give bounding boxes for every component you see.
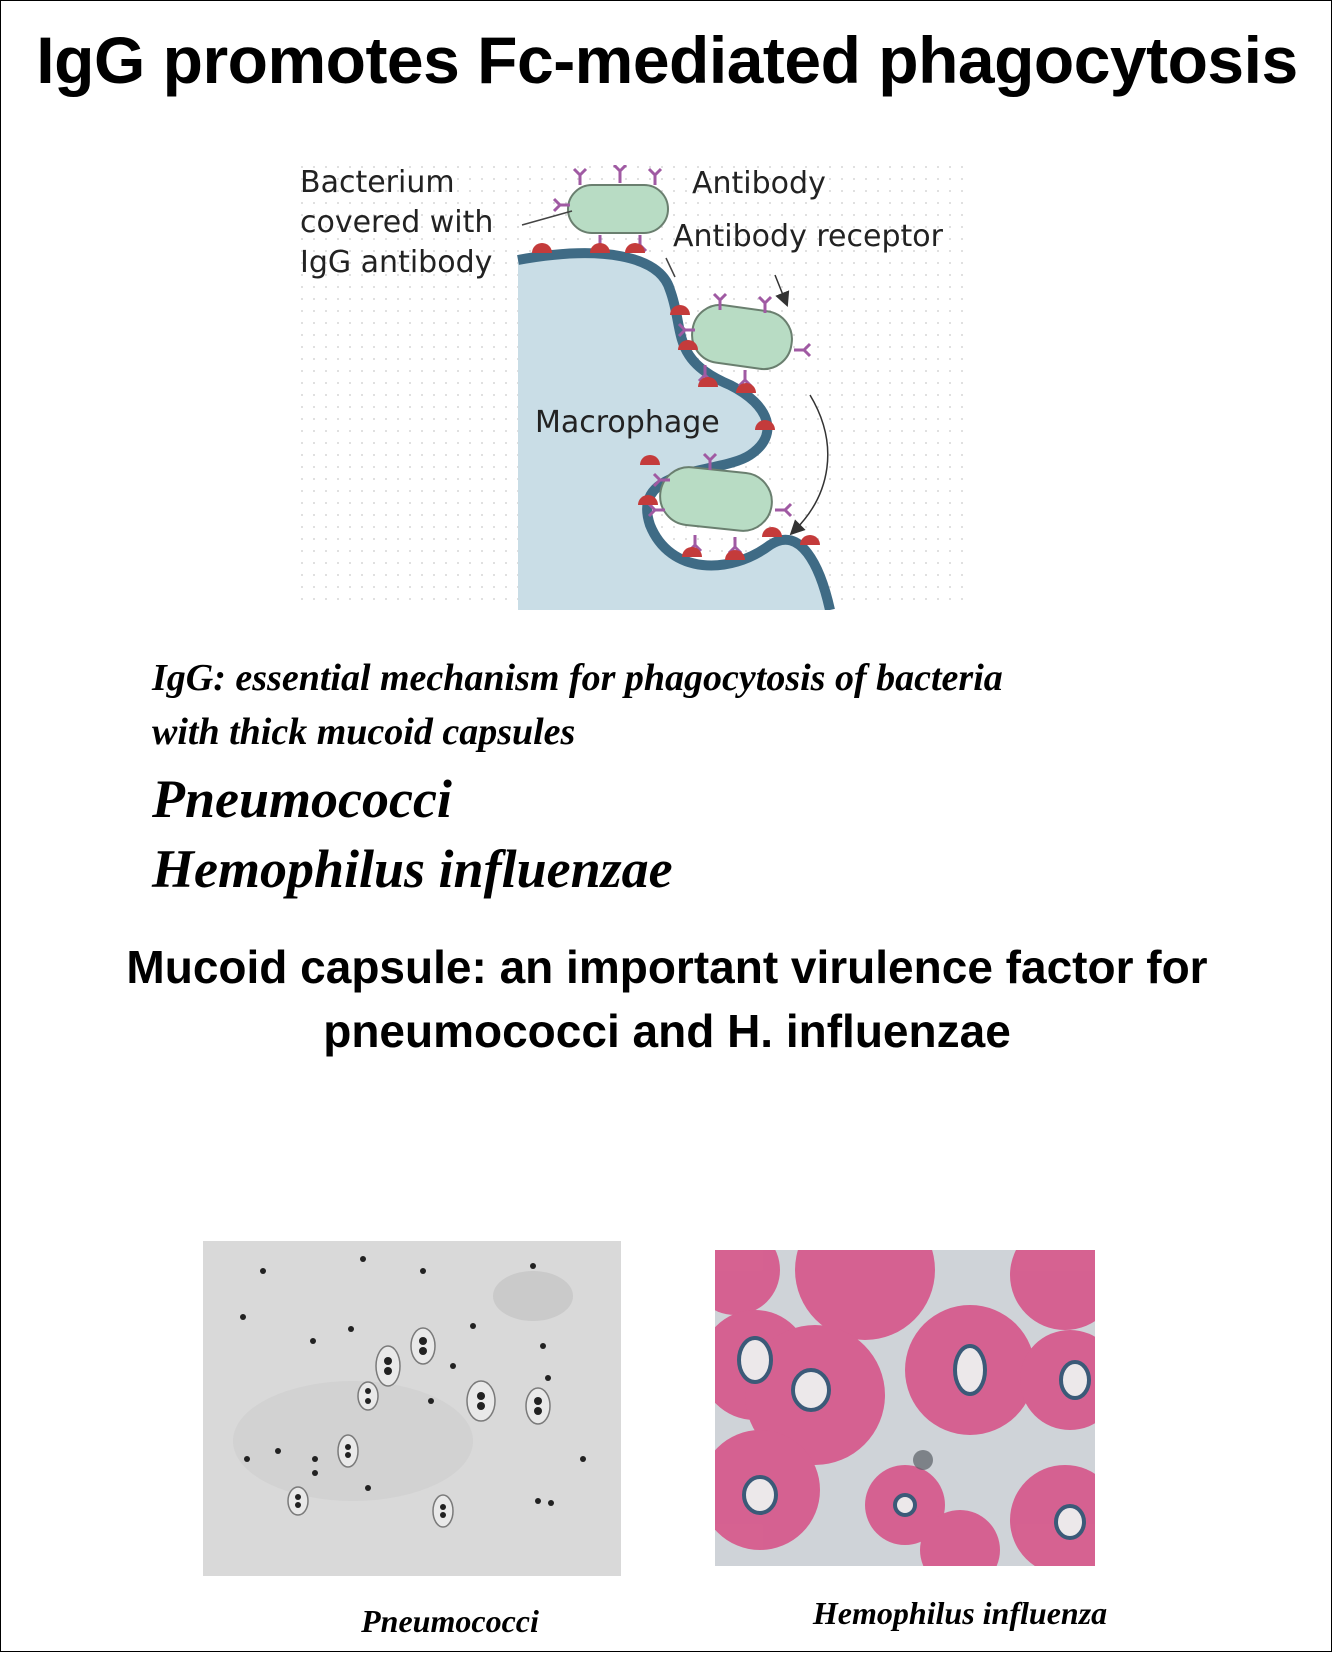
label-bacterium-line2: covered with [300,205,493,240]
caption-hemophilus: Hemophilus influenza [740,1595,1180,1632]
bacterium-top [568,185,668,233]
pneumococci-micrograph [203,1241,621,1576]
phagocytosis-diagram: Bacterium covered with IgG antibody Anti… [300,165,970,610]
phagocytosis-diagram-svg: Bacterium covered with IgG antibody Anti… [300,165,970,610]
label-antibody-receptor: Antibody receptor [673,219,944,254]
pneumococci-micrograph-svg [203,1241,621,1576]
mechanism-line-2: with thick mucoid capsules [152,710,575,754]
organism-hemophilus: Hemophilus influenzae [152,838,673,900]
mucoid-statement: Mucoid capsule: an important virulence f… [0,935,1334,1063]
label-bacterium-line1: Bacterium [300,165,455,200]
page-title: IgG promotes Fc-mediated phagocytosis [0,22,1334,98]
mechanism-line-1: IgG: essential mechanism for phagocytosi… [152,656,1003,700]
label-macrophage: Macrophage [535,405,720,440]
organism-pneumococci: Pneumococci [152,768,452,830]
mucoid-line-2: pneumococci and H. influenzae [0,999,1334,1063]
label-antibody: Antibody [692,166,826,201]
mucoid-line-1: Mucoid capsule: an important virulence f… [0,935,1334,999]
label-bacterium-line3: IgG antibody [300,245,492,280]
hemophilus-micrograph-svg [715,1250,1095,1566]
hemophilus-micrograph [715,1250,1095,1566]
caption-pneumococci: Pneumococci [240,1603,660,1640]
